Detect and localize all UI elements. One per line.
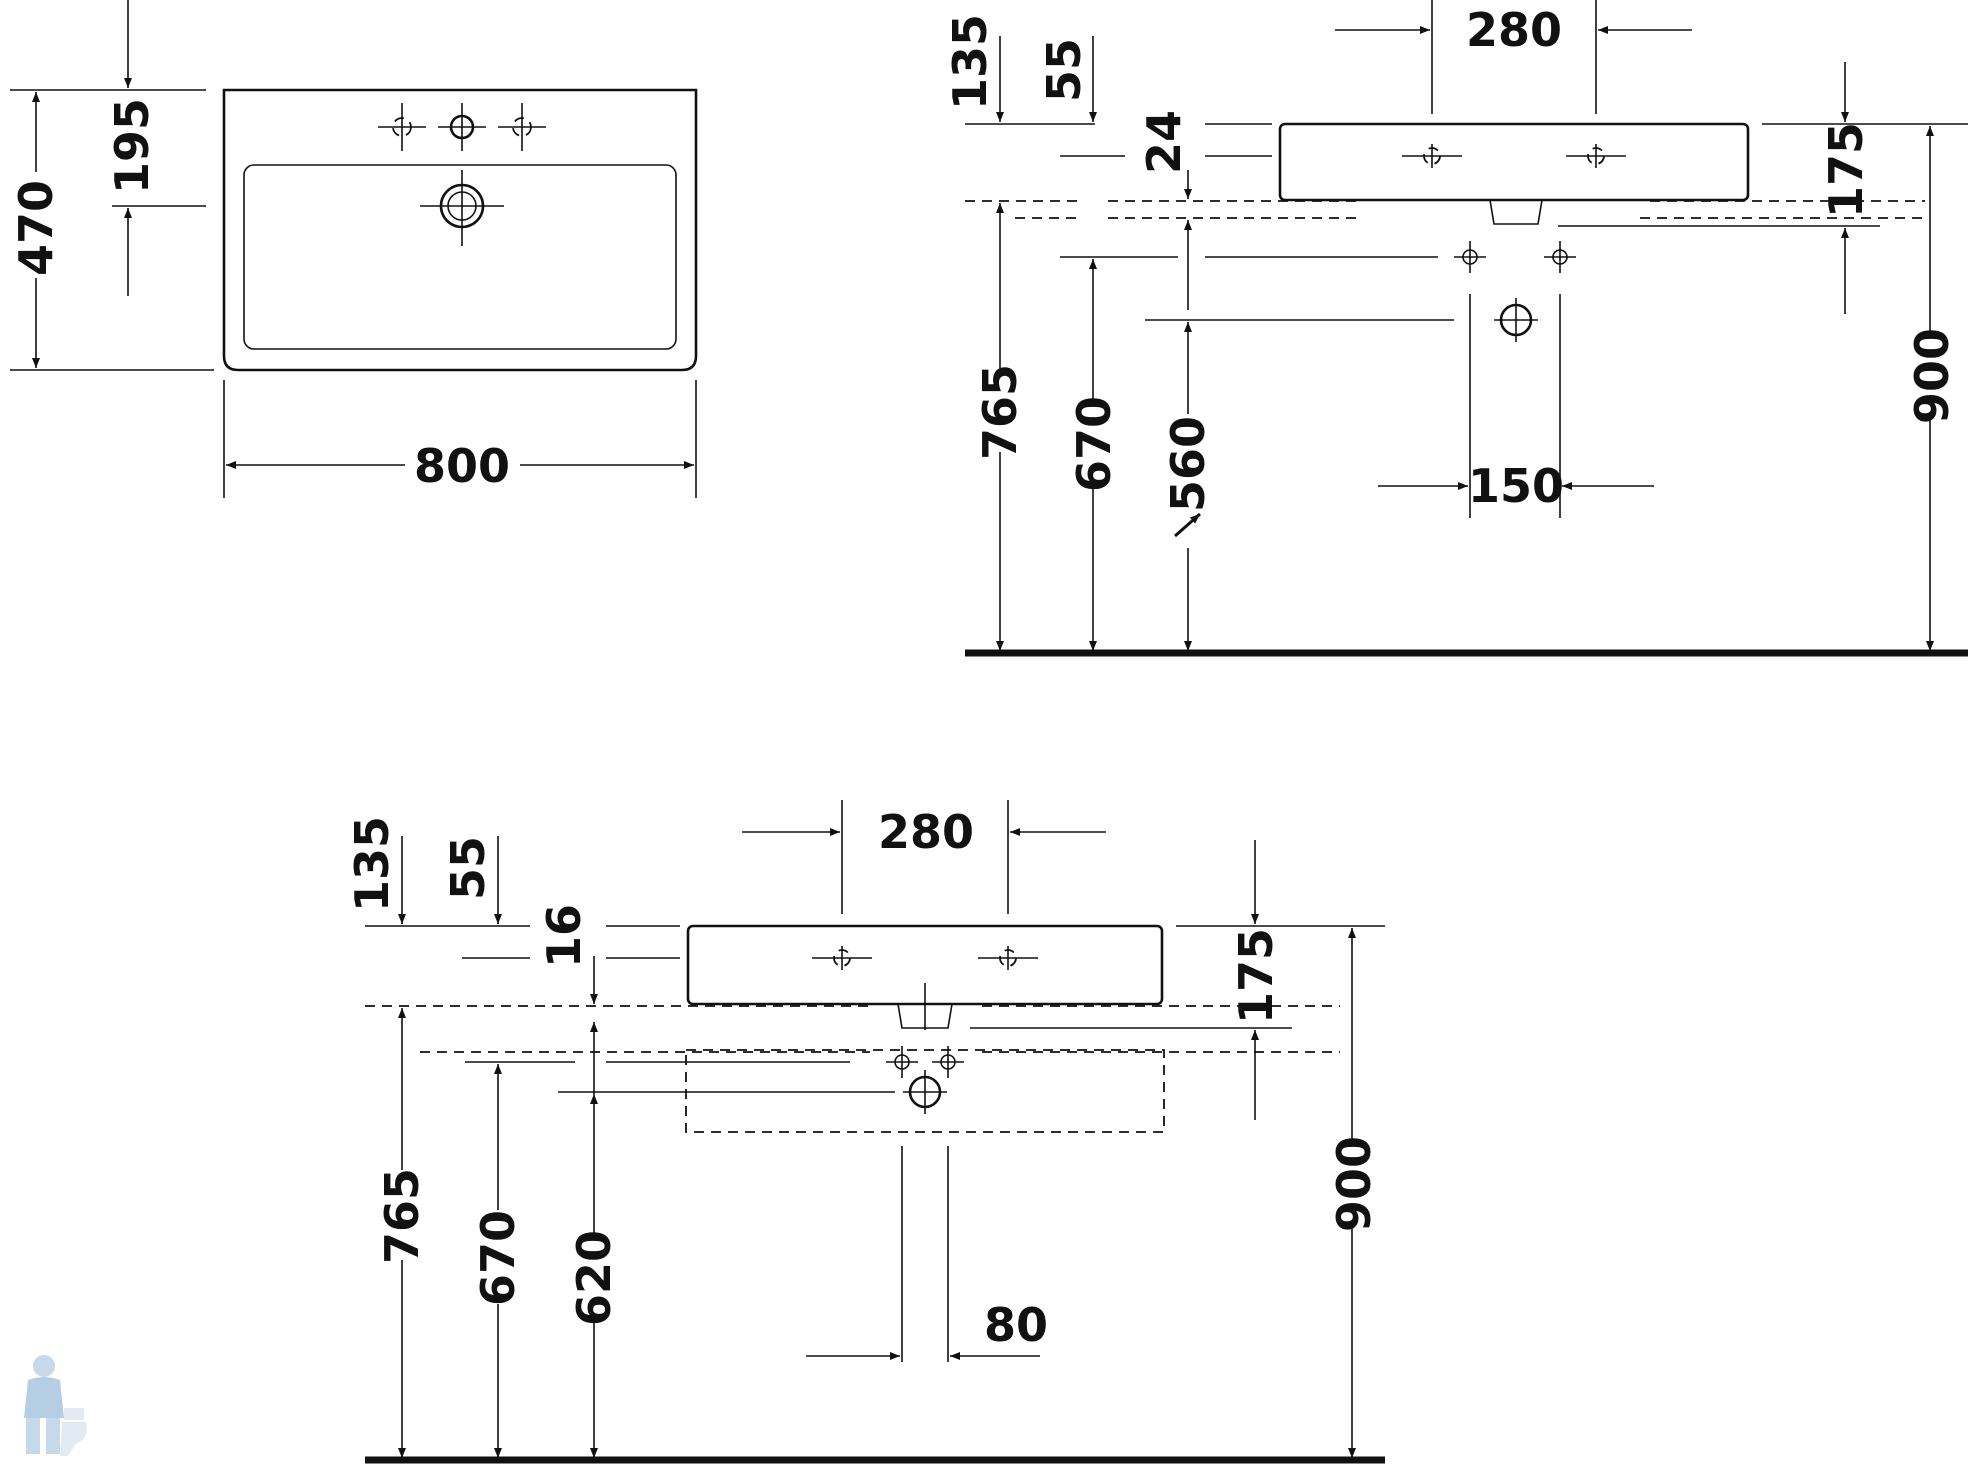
- dim-16-2: 16: [537, 904, 591, 968]
- dim-765-1: 765: [973, 364, 1027, 460]
- side-view-2: 280 135 55 16 765 670 620 175 80 9: [345, 800, 1385, 1464]
- water-inlet-right-2: [932, 1046, 964, 1078]
- dim-670-2: 670: [471, 1210, 525, 1306]
- tap-hole-center: [438, 103, 486, 151]
- top-view: 470 195 800: [9, 0, 698, 498]
- plumber-figure-icon: [24, 1355, 87, 1456]
- dim-55-1: 55: [1037, 38, 1091, 102]
- tap-mark-left-2: [812, 946, 872, 970]
- tap-hole-right: [498, 103, 546, 151]
- dim-175-1: 175: [1819, 122, 1873, 218]
- dim-135-2: 135: [345, 816, 399, 912]
- water-inlet-left-1: [1454, 241, 1486, 273]
- drain-outlet-2: [903, 1070, 947, 1114]
- dim-tap-row-195: 195: [105, 98, 159, 194]
- dim-135-1: 135: [943, 14, 997, 110]
- dim-620-2: 620: [567, 1230, 621, 1326]
- dim-55-2: 55: [441, 836, 495, 900]
- vanity-outline-2: [685, 1049, 1165, 1133]
- water-inlet-left-2: [886, 1046, 918, 1078]
- siphon-outlet-1: [1489, 199, 1543, 225]
- basin-front-1: [1278, 122, 1750, 202]
- water-inlet-right-1: [1544, 241, 1576, 273]
- dim-900-1: 900: [1905, 328, 1959, 424]
- dim-80-2: 80: [984, 1298, 1048, 1352]
- tap-hole-left: [378, 103, 426, 151]
- tap-mark-right-2: [978, 946, 1038, 970]
- dim-tap-spacing-280-1: 280: [1466, 3, 1562, 57]
- tap-mark-left-1: [1402, 144, 1462, 168]
- bowl-outline: [243, 164, 677, 350]
- leader-arrow-560: [1174, 512, 1201, 538]
- dim-670-1: 670: [1067, 396, 1121, 492]
- dim-560-1: 560: [1161, 416, 1215, 512]
- dim-width-800: 800: [414, 439, 510, 493]
- basin-outline: [222, 88, 698, 372]
- tap-mark-right-1: [1566, 144, 1626, 168]
- dim-175-2: 175: [1229, 928, 1283, 1024]
- drain-outlet-1: [1494, 298, 1538, 342]
- drain-hole: [420, 170, 504, 246]
- side-view-1: 280 135 55 24 765 670 560 175 150: [943, 0, 1968, 657]
- dim-150-1: 150: [1468, 459, 1564, 513]
- dim-depth-470: 470: [9, 180, 63, 276]
- dim-765-2: 765: [375, 1168, 429, 1264]
- dim-24-1: 24: [1137, 110, 1191, 174]
- dim-tap-spacing-280-2: 280: [878, 805, 974, 859]
- dim-900-2: 900: [1327, 1136, 1381, 1232]
